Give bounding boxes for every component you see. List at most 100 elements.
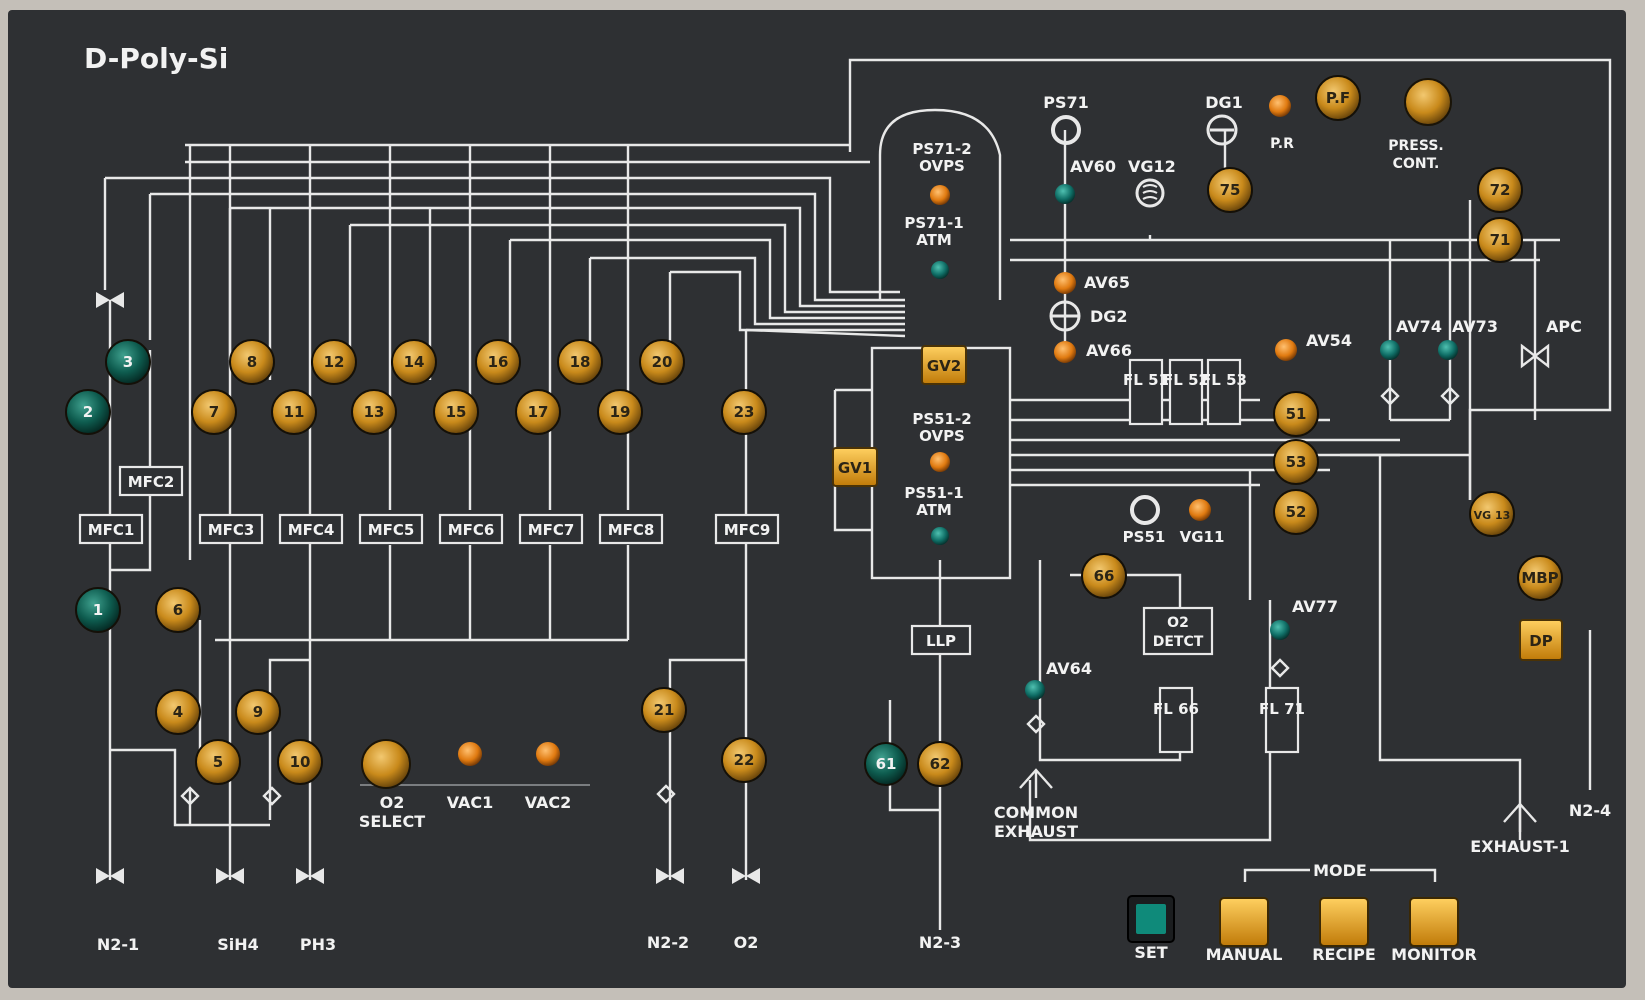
- valve-button-6[interactable]: 6: [155, 587, 201, 633]
- inlet-n2-3: N2-3: [919, 933, 961, 952]
- valve-button-face[interactable]: [597, 389, 643, 435]
- mfc4-label: MFC4: [288, 521, 335, 539]
- valve-button-face[interactable]: [65, 389, 111, 435]
- valve-button-label: 3: [123, 353, 133, 371]
- valve-button-face[interactable]: [917, 741, 963, 787]
- monitor-mode-button[interactable]: MONITOR: [1391, 897, 1477, 964]
- apc-label: APC: [1546, 317, 1582, 336]
- valve-button-face[interactable]: [235, 689, 281, 735]
- valve-button-1[interactable]: 1: [75, 587, 121, 633]
- valve-button-label: 62: [930, 755, 951, 773]
- valve-button-66[interactable]: 66: [1081, 553, 1127, 599]
- valve-button-face[interactable]: [105, 339, 151, 385]
- ps51-switch-icon: [1130, 495, 1160, 525]
- valve-button-face[interactable]: [1517, 555, 1563, 601]
- valve-button-face[interactable]: [277, 739, 323, 785]
- valve-button-5[interactable]: 5: [195, 739, 241, 785]
- valve-button-label: 72: [1490, 181, 1511, 199]
- inlet-n2-1: N2-1: [97, 935, 139, 954]
- valve-button-4[interactable]: 4: [155, 689, 201, 735]
- valve-button-face[interactable]: [1315, 75, 1361, 121]
- valve-button-face[interactable]: [1273, 439, 1319, 485]
- valve-button-9[interactable]: 9: [235, 689, 281, 735]
- valve-button-label: 7: [209, 403, 219, 421]
- valve-button-2[interactable]: 2: [65, 389, 111, 435]
- valve-button-face[interactable]: [191, 389, 237, 435]
- inlet-ph3: PH3: [300, 935, 336, 954]
- valve-button-label: MBP: [1521, 569, 1558, 587]
- valve-button-mbp[interactable]: MBP: [1517, 555, 1563, 601]
- valve-button-14[interactable]: 14: [391, 339, 437, 385]
- valve-button-face[interactable]: [433, 389, 479, 435]
- valve-button-face[interactable]: [639, 339, 685, 385]
- recipe-mode-button[interactable]: RECIPE: [1312, 897, 1376, 964]
- valve-button-face[interactable]: [1207, 167, 1253, 213]
- valve-button-72[interactable]: 72: [1477, 167, 1523, 213]
- valve-button-face[interactable]: [1273, 391, 1319, 437]
- av74-led: [1380, 340, 1400, 360]
- press-cont-knob[interactable]: [1404, 78, 1452, 126]
- valve-button-face[interactable]: [864, 742, 908, 786]
- vac2-led: [536, 742, 560, 766]
- valve-button-23[interactable]: 23: [721, 389, 767, 435]
- o2-select-knob[interactable]: [361, 739, 411, 789]
- valve-button-face[interactable]: [1477, 217, 1523, 263]
- valve-button-face[interactable]: [557, 339, 603, 385]
- valve-button-face[interactable]: [311, 339, 357, 385]
- valve-button-53[interactable]: 53: [1273, 439, 1319, 485]
- valve-button-face[interactable]: [75, 587, 121, 633]
- valve-button-61[interactable]: 61: [864, 742, 908, 786]
- valve-button-face[interactable]: [155, 587, 201, 633]
- manual-mode-button[interactable]: MANUAL: [1206, 897, 1283, 964]
- valve-button-face[interactable]: [1469, 491, 1515, 537]
- recipe-label: RECIPE: [1312, 945, 1376, 964]
- valve-button-71[interactable]: 71: [1477, 217, 1523, 263]
- valve-button-75[interactable]: 75: [1207, 167, 1253, 213]
- valve-button-22[interactable]: 22: [721, 737, 767, 783]
- valve-button-face[interactable]: [271, 389, 317, 435]
- pr-label: P.R: [1270, 136, 1294, 152]
- valve-button-15[interactable]: 15: [433, 389, 479, 435]
- valve-button-label: P.F: [1326, 89, 1350, 107]
- valve-button-62[interactable]: 62: [917, 741, 963, 787]
- valve-button-label: 20: [652, 353, 673, 371]
- valve-button-3[interactable]: 3: [105, 339, 151, 385]
- valve-button-face[interactable]: [229, 339, 275, 385]
- valve-button-12[interactable]: 12: [311, 339, 357, 385]
- valve-button-face[interactable]: [155, 689, 201, 735]
- ps71-2-led: [930, 185, 950, 205]
- valve-button-10[interactable]: 10: [277, 739, 323, 785]
- valve-button-face[interactable]: [1477, 167, 1523, 213]
- valve-button-face[interactable]: [641, 687, 687, 733]
- valve-button-19[interactable]: 19: [597, 389, 643, 435]
- exhaust1-label: EXHAUST-1: [1470, 837, 1569, 856]
- valve-button-18[interactable]: 18: [557, 339, 603, 385]
- dp-indicator[interactable]: DP: [1519, 619, 1563, 661]
- gv1-indicator[interactable]: GV1: [832, 447, 878, 487]
- valve-button-face[interactable]: [721, 389, 767, 435]
- panel-title: D-Poly-Si: [84, 42, 228, 75]
- valve-button-face[interactable]: [515, 389, 561, 435]
- valve-button-51[interactable]: 51: [1273, 391, 1319, 437]
- valve-button-20[interactable]: 20: [639, 339, 685, 385]
- inlet-sih4: SiH4: [217, 935, 259, 954]
- valve-button-face[interactable]: [721, 737, 767, 783]
- valve-button-8[interactable]: 8: [229, 339, 275, 385]
- valve-button-21[interactable]: 21: [641, 687, 687, 733]
- valve-button-vg-13[interactable]: VG 13: [1469, 491, 1515, 537]
- valve-button-face[interactable]: [475, 339, 521, 385]
- valve-button-p-f[interactable]: P.F: [1315, 75, 1361, 121]
- valve-button-16[interactable]: 16: [475, 339, 521, 385]
- valve-button-face[interactable]: [351, 389, 397, 435]
- valve-button-11[interactable]: 11: [271, 389, 317, 435]
- valve-button-17[interactable]: 17: [515, 389, 561, 435]
- valve-button-face[interactable]: [391, 339, 437, 385]
- valve-button-13[interactable]: 13: [351, 389, 397, 435]
- valve-button-7[interactable]: 7: [191, 389, 237, 435]
- set-button[interactable]: SET: [1127, 895, 1175, 962]
- valve-button-face[interactable]: [1273, 489, 1319, 535]
- valve-button-52[interactable]: 52: [1273, 489, 1319, 535]
- valve-button-face[interactable]: [195, 739, 241, 785]
- valve-button-face[interactable]: [1081, 553, 1127, 599]
- gv2-indicator[interactable]: GV2: [921, 345, 967, 385]
